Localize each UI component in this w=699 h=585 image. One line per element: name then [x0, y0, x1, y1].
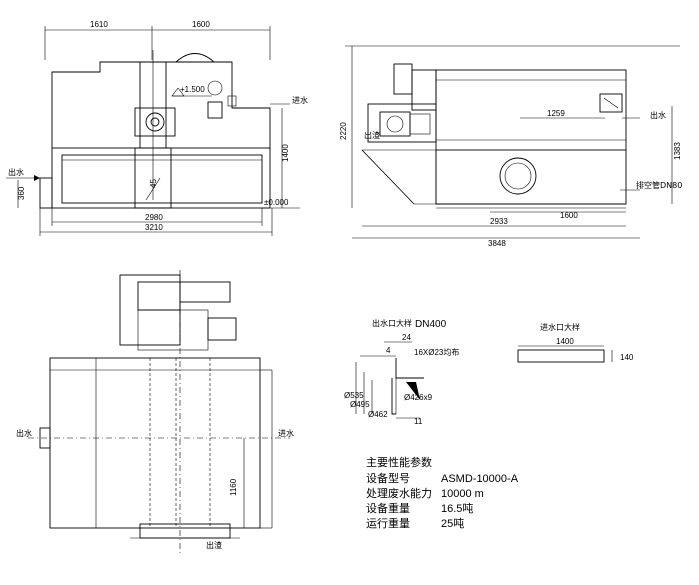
outlet-d462: Ø462: [368, 410, 388, 419]
elevation-top: +1.500: [180, 85, 205, 94]
elevation-zero: ±0.000: [264, 198, 289, 207]
outlet-d495: Ø495: [350, 400, 370, 409]
spec-label-weight: 设备重量: [366, 501, 410, 515]
dim-360: 360: [17, 186, 26, 200]
dim-1600-top: 1600: [192, 20, 210, 29]
outlet-d426: Ø426x9: [404, 393, 433, 402]
dim-140: 140: [620, 353, 634, 362]
front-label-inlet: 进水: [292, 95, 308, 105]
spec-table: 主要性能参数 设备型号 ASMD-10000-A 处理废水能力 10000 m …: [366, 455, 519, 530]
front-view: 1610 1600 +1.500 45 出水: [6, 20, 308, 236]
plan-label-sludge: 出渣: [206, 540, 222, 550]
spec-value-weight: 16.5吨: [441, 502, 473, 515]
plan-label-inlet: 进水: [278, 428, 294, 438]
spec-label-capacity: 处理废水能力: [366, 486, 432, 500]
outlet-holes: 16XØ23均布: [414, 347, 459, 357]
dim-3848: 3848: [488, 239, 506, 248]
spec-value-capacity: 10000 m: [441, 488, 484, 500]
dim-1600-side: 1600: [560, 211, 578, 220]
dim-1400-front: 1400: [281, 144, 290, 162]
spec-value-operating-weight: 25吨: [441, 517, 464, 530]
spec-value-model: ASMD-10000-A: [441, 473, 519, 485]
plan-view: 出水 进水 1160 出渣: [16, 270, 294, 555]
dim-3210: 3210: [145, 223, 163, 232]
outlet-d535: Ø535: [344, 391, 364, 400]
side-view: 2220 出水 1259 出渣 1383 排空管DN80: [339, 45, 682, 248]
outlet-detail-title: 出水口大样: [372, 318, 412, 328]
dim-2220: 2220: [339, 122, 348, 140]
front-label-outlet: 出水: [8, 167, 24, 177]
dim-24: 24: [402, 333, 411, 342]
plan-label-outlet: 出水: [16, 428, 32, 438]
outlet-detail-dn: DN400: [415, 319, 447, 330]
dim-2980: 2980: [145, 213, 163, 222]
dim-1160: 1160: [229, 478, 238, 496]
inlet-detail: 进水口大样 1400 140: [517, 322, 634, 363]
dim-1400-inlet: 1400: [556, 337, 574, 346]
side-label-drain: 排空管DN80: [636, 180, 682, 190]
dim-1259: 1259: [547, 109, 565, 118]
dim-1610: 1610: [90, 20, 108, 29]
dim-1383: 1383: [673, 142, 682, 160]
outlet-detail: 出水口大样 DN400 24 4 16XØ23均布 Ø535 Ø495 Ø462…: [344, 318, 459, 426]
angle-45: 45: [149, 179, 158, 188]
dim-11: 11: [414, 417, 423, 426]
dim-4: 4: [386, 346, 391, 355]
spec-title: 主要性能参数: [366, 455, 432, 469]
side-label-outlet: 出水: [650, 110, 666, 120]
dim-2933: 2933: [490, 217, 508, 226]
side-label-sludge: 出渣: [364, 130, 380, 140]
spec-label-model: 设备型号: [366, 471, 410, 485]
inlet-detail-title: 进水口大样: [540, 322, 580, 332]
spec-label-operating-weight: 运行重量: [366, 516, 410, 530]
